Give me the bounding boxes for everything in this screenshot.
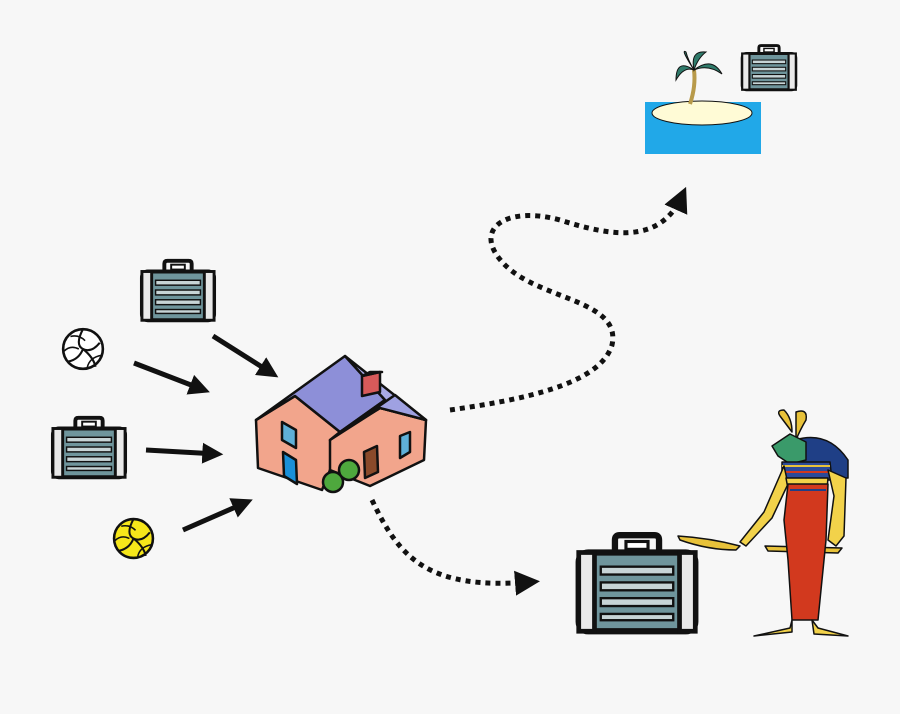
dotted-path-arrow-icon <box>449 186 688 413</box>
suitcase-icon <box>53 418 125 477</box>
input-suitcase-middle <box>53 418 125 477</box>
arrow-icon <box>181 498 253 533</box>
suitcase-icon <box>579 535 696 631</box>
tropical-island-icon <box>645 50 761 154</box>
suitcase-icon <box>740 43 798 92</box>
input-arrows <box>133 333 279 533</box>
house-icon <box>254 354 428 494</box>
arrow-icon <box>145 442 224 464</box>
input-volleyball-white <box>61 327 105 371</box>
volleyball-icon <box>112 517 155 560</box>
egyptian-deity-figure-icon <box>677 409 849 637</box>
volleyball-icon <box>61 327 105 371</box>
input-volleyball-yellow <box>112 517 155 560</box>
suitcase-icon <box>142 261 214 320</box>
arrow-icon <box>211 333 279 378</box>
input-suitcase-top <box>142 261 214 320</box>
dotted-path-arrow-icon <box>369 498 540 596</box>
palm-tree-icon <box>675 50 723 105</box>
arrow-icon <box>133 360 210 395</box>
